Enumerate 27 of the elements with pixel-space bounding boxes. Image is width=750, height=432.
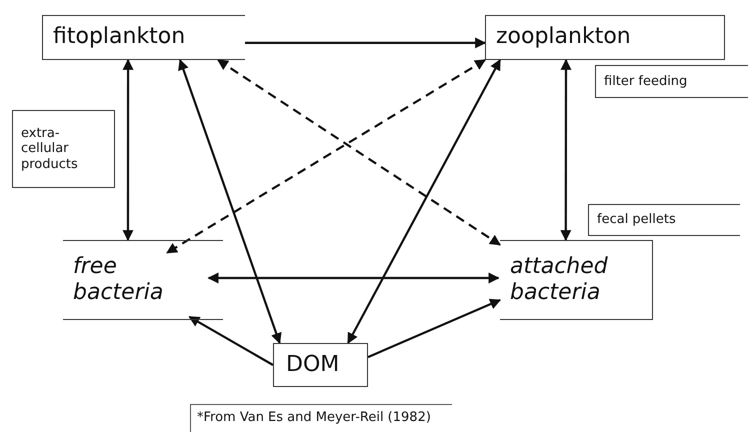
citation: *From Van Es and Meyer-Reil (1982) xyxy=(190,404,452,432)
node-label: fitoplankton xyxy=(53,24,186,51)
arrow xyxy=(347,59,501,344)
label-box xyxy=(273,343,368,387)
bracket-box xyxy=(500,240,653,320)
node-label: DOM xyxy=(286,352,340,378)
label-box xyxy=(12,110,115,188)
arrow xyxy=(208,272,500,284)
node-label: extra- cellular products xyxy=(21,126,79,172)
dashed-arrow xyxy=(217,59,501,246)
node-label: filter feeding xyxy=(604,74,688,90)
arrow xyxy=(560,58,572,242)
label-box xyxy=(588,204,740,236)
bracket-box xyxy=(63,240,223,320)
arrow xyxy=(245,37,486,48)
arrow xyxy=(188,316,274,366)
label-box xyxy=(485,15,725,60)
arrow xyxy=(178,58,282,344)
node-label: attached bacteria xyxy=(510,254,609,306)
node-label: fecal pellets xyxy=(597,212,676,228)
node-label: free bacteria xyxy=(73,254,164,306)
node-label: zooplankton xyxy=(496,24,631,51)
arrow xyxy=(122,58,134,242)
dashed-arrow xyxy=(166,59,486,254)
label-box xyxy=(42,15,245,60)
arrow xyxy=(368,298,501,358)
label-box xyxy=(595,65,748,98)
